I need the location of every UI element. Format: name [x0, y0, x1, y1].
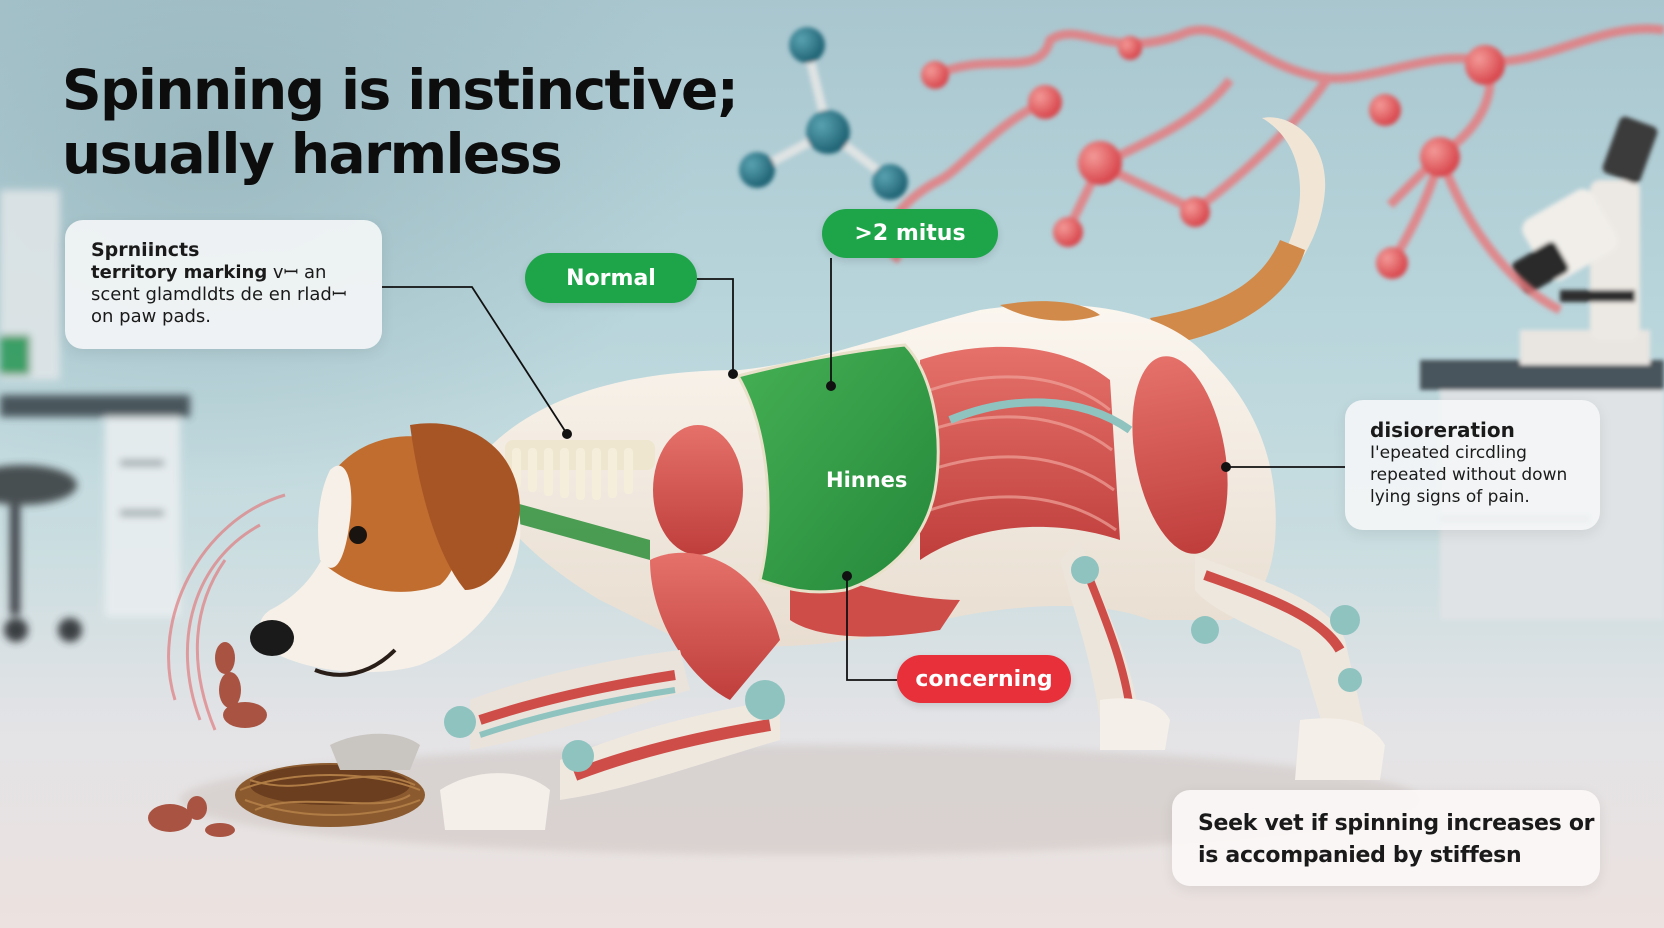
treats [148, 642, 267, 837]
title-line-2: usually harmless [62, 122, 563, 186]
normal-label-pill: Normal [525, 253, 697, 303]
anchor-dot [728, 369, 738, 379]
dog-head [250, 423, 521, 677]
callout-heading: Sprniincts [91, 239, 200, 261]
callout-line: scent glamdldts de en rladꟷ [91, 284, 347, 305]
legs [330, 540, 1385, 830]
motion-lines [167, 493, 286, 731]
anchor-dot [1221, 462, 1231, 472]
concerning-label-pill: concerning [897, 655, 1071, 703]
callout-seek-vet: Seek vet if spinning increases or is acc… [1172, 790, 1600, 886]
callout-line: repeated without down [1370, 465, 1568, 485]
region-label: Hinnes [826, 468, 908, 492]
highlight-region [735, 343, 940, 594]
callout-line: lying signs of pain. [1370, 487, 1530, 507]
muscles [650, 346, 1228, 700]
callout-bold-text: territory marking [91, 262, 268, 283]
callout-text: vꟷ an [267, 262, 327, 283]
callout-disorientation: disioreration I'epeated circdling repeat… [1345, 400, 1600, 530]
nest [235, 763, 425, 827]
callout-line: on paw pads. [91, 306, 212, 327]
callout-line: I'epeated circdling [1370, 443, 1527, 463]
anchor-dot [562, 429, 572, 439]
page-title: Spinning is instinctive; usually harmles… [62, 58, 739, 186]
callout-line: territory marking vꟷ an [91, 262, 382, 284]
lab-bench-left [0, 190, 190, 642]
callout-heading: disioreration [1370, 418, 1515, 442]
callout-line: Seek vet if spinning increases or [1198, 811, 1595, 836]
anchor-dot [842, 571, 852, 581]
duration-label-pill: >2 mitus [822, 209, 998, 258]
spine [505, 440, 655, 560]
title-line-1: Spinning is instinctive; [62, 58, 739, 122]
anchor-dot [826, 381, 836, 391]
callout-line: is accompanied by stiffesn [1198, 843, 1522, 868]
callout-instincts: Sprniincts territory marking vꟷ an scent… [65, 220, 382, 349]
